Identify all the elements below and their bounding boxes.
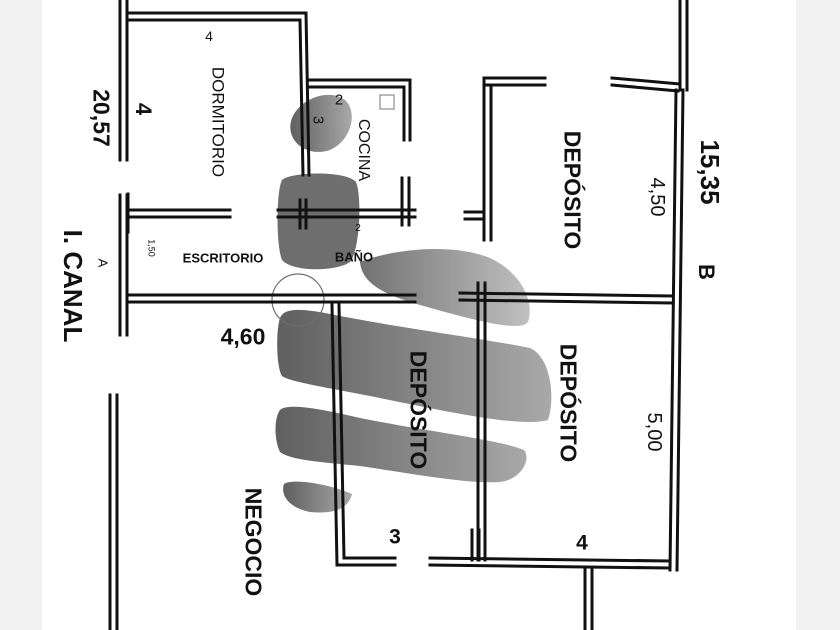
room-dormitorio: DORMITORIO bbox=[208, 66, 228, 178]
room-bano: BAÑO bbox=[334, 249, 374, 265]
side-a: A bbox=[95, 258, 111, 268]
dim-negocio-width: 4,60 bbox=[220, 323, 266, 350]
room-escritorio: ESCRITORIO bbox=[182, 250, 264, 266]
dim-left-total: 20,57 bbox=[88, 89, 115, 147]
dim-cocina-a: 2 bbox=[334, 91, 344, 109]
dim-deposito-top-depth: 4,50 bbox=[646, 177, 668, 217]
shade-circle bbox=[271, 273, 325, 327]
shade-blob-square bbox=[277, 173, 360, 270]
room-deposito-right: DEPÓSITO bbox=[555, 343, 582, 463]
dim-escritorio-small: 1,50 bbox=[146, 239, 157, 257]
shade-stripe-1 bbox=[360, 249, 530, 326]
dim-bano-small: 2 bbox=[355, 223, 361, 234]
shade-stripe-3 bbox=[275, 406, 527, 483]
dim-dormitorio-width: 4 bbox=[205, 28, 213, 44]
fixture-square bbox=[379, 94, 395, 110]
walls bbox=[108, 0, 689, 630]
room-cocina: COCINA bbox=[355, 118, 372, 182]
dim-dormitorio-num: 4 bbox=[131, 102, 156, 116]
dim-cocina-b: 3 bbox=[309, 115, 327, 125]
shade-blob-small bbox=[290, 94, 352, 152]
room-deposito-top: DEPÓSITO bbox=[559, 130, 586, 250]
right-margin bbox=[796, 0, 840, 630]
shade-stripe-2 bbox=[277, 309, 552, 422]
dim-deposito-right-depth: 5,00 bbox=[643, 412, 665, 452]
side-b: B bbox=[694, 264, 719, 280]
room-negocio: NEGOCIO bbox=[240, 487, 267, 597]
dim-bottom-left: 3 bbox=[389, 525, 401, 549]
street-canal: I. CANAL bbox=[58, 229, 88, 343]
left-margin bbox=[0, 0, 42, 630]
dim-bottom-right: 4 bbox=[576, 531, 588, 555]
dim-right-total: 15,35 bbox=[695, 139, 725, 205]
watermark-shapes bbox=[271, 94, 552, 513]
room-deposito-center: DEPÓSITO bbox=[405, 350, 432, 470]
